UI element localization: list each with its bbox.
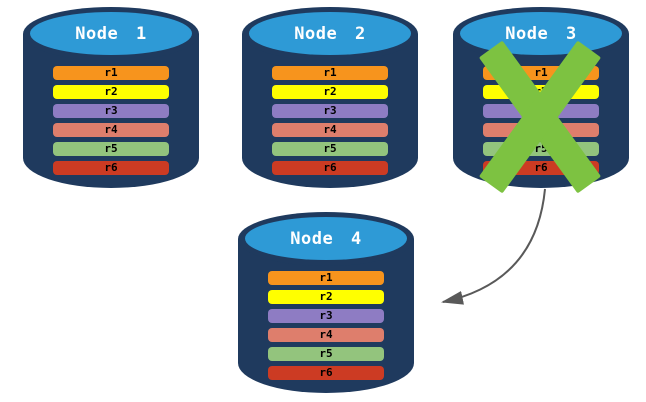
row-r3: r3 — [53, 104, 169, 118]
cylinder-top-rim: Node 3 — [453, 7, 629, 61]
row-r6: r6 — [272, 161, 388, 175]
cylinder-top-face: Node 1 — [30, 12, 192, 55]
row-r6: r6 — [53, 161, 169, 175]
row-stack: r1 r2 r3 r4 r5 r6 — [53, 66, 169, 175]
row-r4: r4 — [272, 123, 388, 137]
database-node-3: Node 3 r1 r2 r3 r4 r5 r6 — [453, 7, 629, 193]
cylinder-top-rim: Node 4 — [238, 212, 414, 266]
cylinder-top-rim: Node 1 — [23, 7, 199, 61]
row-r4: r4 — [53, 123, 169, 137]
row-r2: r2 — [53, 85, 169, 99]
arrow-curve — [441, 188, 546, 305]
node-label: Node 4 — [290, 228, 362, 249]
database-node-4: Node 4 r1 r2 r3 r4 r5 r6 — [238, 212, 414, 393]
row-r2: r2 — [268, 290, 384, 304]
cylinder-top-rim: Node 2 — [242, 7, 418, 61]
row-r5: r5 — [272, 142, 388, 156]
cylinder-top-face: Node 4 — [245, 217, 407, 260]
database-node-1: Node 1 r1 r2 r3 r4 r5 r6 — [23, 7, 199, 188]
node-label: Node 1 — [75, 23, 147, 44]
cylinder-top-face: Node 2 — [249, 12, 411, 55]
node-label: Node 3 — [505, 23, 577, 44]
row-r5: r5 — [268, 347, 384, 361]
row-r1: r1 — [268, 271, 384, 285]
row-r6: r6 — [268, 366, 384, 380]
row-r5: r5 — [53, 142, 169, 156]
row-r3: r3 — [268, 309, 384, 323]
cylinder-top-face: Node 3 — [460, 12, 622, 55]
row-stack: r1 r2 r3 r4 r5 r6 — [272, 66, 388, 175]
failure-x-icon — [478, 40, 602, 193]
row-r2: r2 — [272, 85, 388, 99]
row-r1: r1 — [53, 66, 169, 80]
database-node-2: Node 2 r1 r2 r3 r4 r5 r6 — [242, 7, 418, 188]
row-r1: r1 — [272, 66, 388, 80]
row-stack: r1 r2 r3 r4 r5 r6 — [268, 271, 384, 380]
row-r4: r4 — [268, 328, 384, 342]
node-label: Node 2 — [294, 23, 366, 44]
row-r3: r3 — [272, 104, 388, 118]
